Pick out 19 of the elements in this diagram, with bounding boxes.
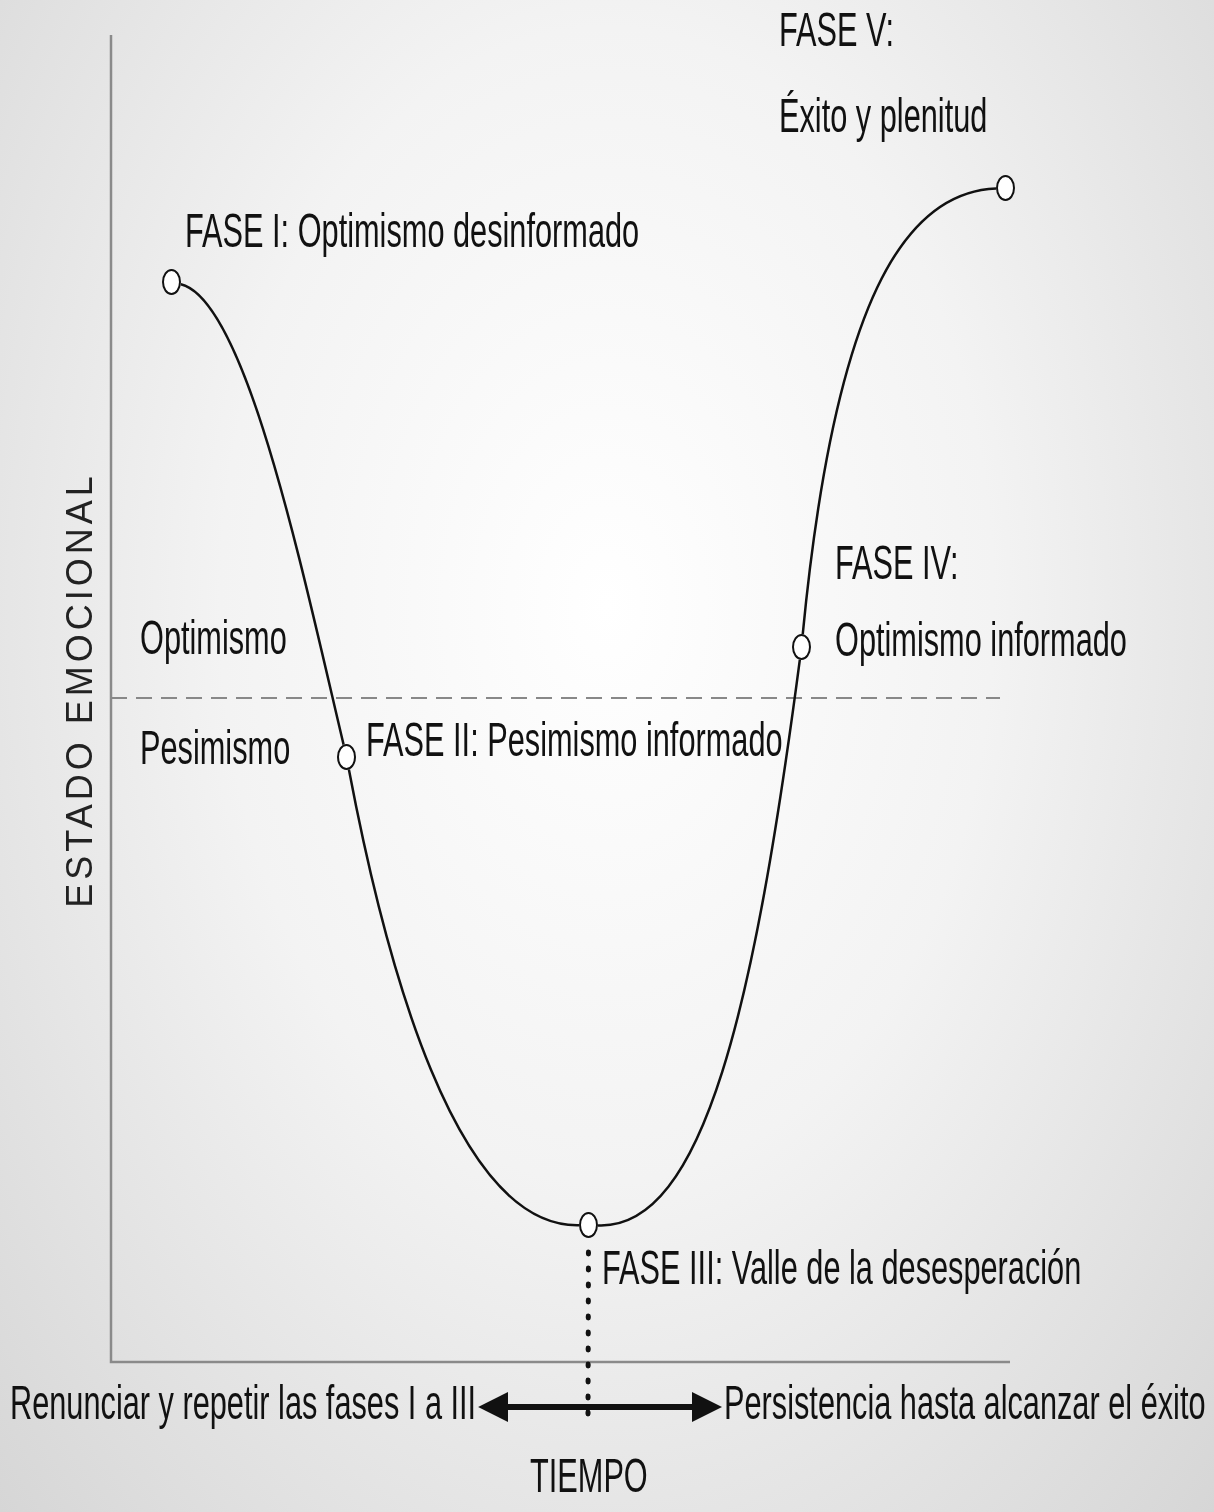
curve-segment — [597, 659, 802, 1227]
phase-label: Éxito y plenitud — [779, 92, 988, 140]
dotted-line — [585, 1249, 591, 1418]
phase-label: FASE III: Valle de la desesperación — [602, 1244, 1082, 1292]
region-label: Pesimismo — [140, 724, 291, 772]
axis-title: TIEMPO — [530, 1452, 648, 1500]
double-arrow — [478, 1392, 722, 1422]
outcome-label: Renunciar y repetir las fases I a III — [10, 1379, 477, 1427]
phase-label: Optimismo informado — [835, 616, 1127, 664]
axis-title: ESTADO EMOCIONAL — [59, 472, 101, 908]
curve-segment — [801, 187, 997, 635]
phase-label: FASE I: Optimismo desinformado — [185, 207, 640, 255]
phase-label: FASE II: Pesimismo informado — [366, 716, 783, 764]
curve-segment — [180, 283, 345, 745]
phase-label: FASE V: — [779, 6, 894, 54]
curve-segment — [347, 769, 580, 1227]
outcome-label: Persistencia hasta alcanzar el éxito — [724, 1379, 1206, 1427]
phase-label: FASE IV: — [835, 539, 959, 587]
region-label: Optimismo — [140, 614, 287, 662]
